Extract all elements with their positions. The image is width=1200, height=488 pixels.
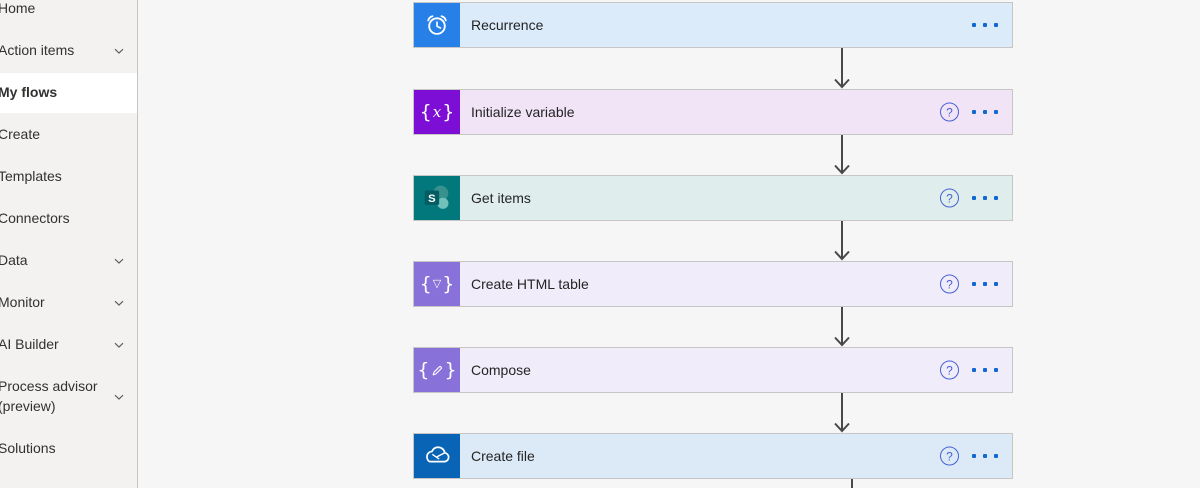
- step-title: Create file: [471, 448, 535, 464]
- data-operation-table-icon: {▽}: [414, 262, 460, 306]
- sidebar-item-label: My flows: [0, 84, 58, 101]
- question-icon: ?: [946, 191, 953, 206]
- more-options-icon: [972, 196, 998, 200]
- sidebar-item-action-items[interactable]: Action items: [0, 31, 137, 71]
- data-operation-compose-icon: { }: [414, 348, 460, 392]
- chevron-down-icon: [114, 48, 124, 54]
- sidebar-item-label: Solutions: [0, 440, 56, 457]
- help-button[interactable]: ?: [940, 102, 959, 122]
- question-icon: ?: [946, 363, 953, 378]
- flow-connector-arrow: [834, 392, 850, 433]
- flow-step-card-create-html-table[interactable]: {▽} Create HTML table ?: [413, 261, 1013, 307]
- sidebar-item-label: Templates: [0, 168, 62, 185]
- sidebar-item-label: Action items: [0, 42, 75, 59]
- step-menu-button[interactable]: [970, 19, 1000, 31]
- step-menu-button[interactable]: [970, 192, 1000, 204]
- help-button[interactable]: ?: [940, 274, 959, 294]
- sidebar-item-label: Monitor: [0, 294, 45, 311]
- question-icon: ?: [946, 449, 953, 464]
- sidebar-item-label: Create: [0, 126, 41, 143]
- sidebar-item-ai-builder[interactable]: AI Builder: [0, 325, 137, 365]
- more-options-icon: [972, 282, 998, 286]
- flow-step-card-initialize-variable[interactable]: {x} Initialize variable ?: [413, 89, 1013, 135]
- sidebar-item-templates[interactable]: Templates: [0, 157, 137, 197]
- step-title: Create HTML table: [471, 276, 589, 292]
- sidebar-item-connectors[interactable]: Connectors: [0, 199, 137, 239]
- sidebar-item-home[interactable]: Home: [0, 0, 137, 29]
- sidebar-item-monitor[interactable]: Monitor: [0, 283, 137, 323]
- sidebar-item-label: AI Builder: [0, 336, 59, 353]
- onedrive-cloud-icon: [414, 434, 460, 478]
- more-options-icon: [972, 110, 998, 114]
- step-menu-button[interactable]: [970, 450, 1000, 462]
- chevron-down-icon: [114, 258, 124, 264]
- flow-step-card-create-file[interactable]: Create file ?: [413, 433, 1013, 479]
- flow-step-card-compose[interactable]: { } Compose ?: [413, 347, 1013, 393]
- help-button[interactable]: ?: [940, 188, 959, 208]
- variable-braces-x-icon: {x}: [414, 90, 460, 134]
- step-title: Initialize variable: [471, 104, 575, 120]
- more-options-icon: [972, 368, 998, 372]
- chevron-down-icon: [114, 342, 124, 348]
- flow-step-card-recurrence[interactable]: Recurrence: [413, 2, 1013, 48]
- flow-connector-arrow: [834, 134, 850, 175]
- sidebar-item-label: Process advisor (preview): [0, 378, 98, 414]
- flow-connector-arrow: [834, 306, 850, 347]
- pencil-icon: [432, 365, 442, 375]
- sidebar-item-process-advisor[interactable]: Process advisor (preview): [0, 367, 137, 427]
- sidebar-item-my-flows[interactable]: My flows: [0, 73, 137, 113]
- more-options-icon: [972, 23, 998, 27]
- flow-canvas: Recurrence {x} Initialize variable ? S G…: [139, 0, 1200, 488]
- flow-connector-arrow: [834, 220, 850, 261]
- recurrence-clock-icon: [414, 3, 460, 47]
- sidebar-item-solutions[interactable]: Solutions: [0, 429, 137, 469]
- sidebar-item-label: Data: [0, 252, 28, 269]
- step-title: Compose: [471, 362, 531, 378]
- sidebar-item-create[interactable]: Create: [0, 115, 137, 155]
- help-button[interactable]: ?: [940, 446, 959, 466]
- chevron-down-icon: [114, 394, 124, 400]
- step-title: Recurrence: [471, 17, 544, 33]
- flow-step-card-get-items[interactable]: S Get items ?: [413, 175, 1013, 221]
- sharepoint-icon: S: [414, 176, 460, 220]
- step-menu-button[interactable]: [970, 106, 1000, 118]
- sidebar-item-data[interactable]: Data: [0, 241, 137, 281]
- sidebar-item-label: Home: [0, 0, 36, 17]
- step-title: Get items: [471, 190, 531, 206]
- svg-text:S: S: [428, 193, 436, 205]
- flow-connector-line: [851, 479, 853, 488]
- sidebar-nav: Home Action items My flows Create Templa…: [0, 0, 137, 471]
- chevron-down-icon: [114, 300, 124, 306]
- more-options-icon: [972, 454, 998, 458]
- step-menu-button[interactable]: [970, 364, 1000, 376]
- question-icon: ?: [946, 277, 953, 292]
- step-menu-button[interactable]: [970, 278, 1000, 290]
- question-icon: ?: [946, 105, 953, 120]
- flow-connector-arrow: [834, 48, 850, 89]
- help-button[interactable]: ?: [940, 360, 959, 380]
- sidebar: Home Action items My flows Create Templa…: [0, 0, 138, 488]
- sidebar-item-label: Connectors: [0, 210, 70, 227]
